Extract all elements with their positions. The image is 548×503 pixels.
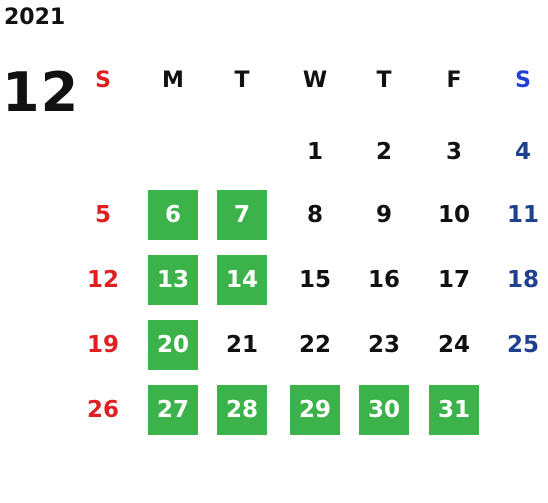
day-cell-23[interactable]: 23 (367, 332, 400, 358)
day-cell-21[interactable]: 21 (225, 332, 258, 358)
day-cell-19[interactable]: 19 (86, 332, 119, 358)
day-cell-10[interactable]: 10 (437, 202, 470, 228)
day-cell-22[interactable]: 22 (298, 332, 331, 358)
weekday-header-tuesday: T (234, 68, 250, 93)
month-label: 12 (2, 61, 80, 124)
day-cell-31[interactable]: 31 (429, 385, 479, 435)
day-cell-17[interactable]: 17 (437, 267, 470, 293)
day-cell-15[interactable]: 15 (298, 267, 331, 293)
weekday-header-wednesday: W (302, 68, 328, 93)
day-cell-24[interactable]: 24 (437, 332, 470, 358)
day-cell-27[interactable]: 27 (148, 385, 198, 435)
day-cell-14[interactable]: 14 (217, 255, 267, 305)
day-cell-12[interactable]: 12 (86, 267, 119, 293)
day-cell-11[interactable]: 11 (506, 202, 539, 228)
weekday-header-friday: F (446, 68, 462, 93)
day-cell-28[interactable]: 28 (217, 385, 267, 435)
day-cell-4[interactable]: 4 (514, 139, 531, 165)
weekday-header-monday: M (162, 68, 184, 93)
day-cell-30[interactable]: 30 (359, 385, 409, 435)
year-label: 2021 (4, 5, 66, 30)
day-cell-26[interactable]: 26 (86, 397, 119, 423)
day-cell-9[interactable]: 9 (375, 202, 392, 228)
day-cell-25[interactable]: 25 (506, 332, 539, 358)
day-cell-29[interactable]: 29 (290, 385, 340, 435)
weekday-header-sunday: S (95, 68, 111, 93)
day-cell-6[interactable]: 6 (148, 190, 198, 240)
weekday-header-thursday: T (376, 68, 392, 93)
day-cell-7[interactable]: 7 (217, 190, 267, 240)
day-cell-2[interactable]: 2 (375, 139, 392, 165)
weekday-header-saturday: S (515, 68, 531, 93)
day-cell-8[interactable]: 8 (306, 202, 323, 228)
day-cell-18[interactable]: 18 (506, 267, 539, 293)
day-cell-20[interactable]: 20 (148, 320, 198, 370)
day-cell-16[interactable]: 16 (367, 267, 400, 293)
day-cell-3[interactable]: 3 (445, 139, 462, 165)
day-cell-1[interactable]: 1 (306, 139, 323, 165)
day-cell-5[interactable]: 5 (94, 202, 111, 228)
day-cell-13[interactable]: 13 (148, 255, 198, 305)
